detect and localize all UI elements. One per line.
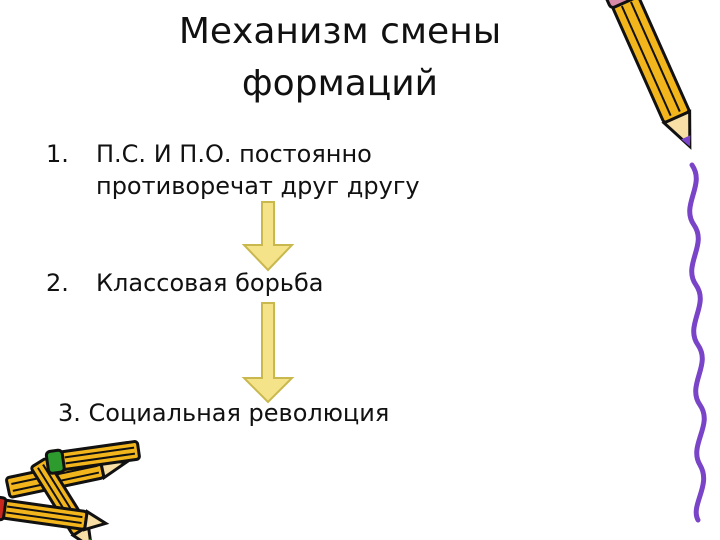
- slide-title: Механизм смены формаций: [178, 11, 502, 104]
- item-2-number: 2.: [46, 269, 69, 297]
- item-1-text: П.С. И П.О. постоянно противоречат друг …: [96, 140, 420, 200]
- item-1-number: 1.: [46, 140, 69, 168]
- pencils-bundle-icon: [0, 440, 141, 540]
- item-2-text: Классовая борьба: [96, 269, 324, 297]
- flow-arrow-icon: [241, 302, 295, 404]
- item-3-text: 3. Социальная революция: [58, 399, 390, 427]
- pencil-icon: [604, 0, 692, 150]
- flow-arrow-icon: [241, 201, 295, 272]
